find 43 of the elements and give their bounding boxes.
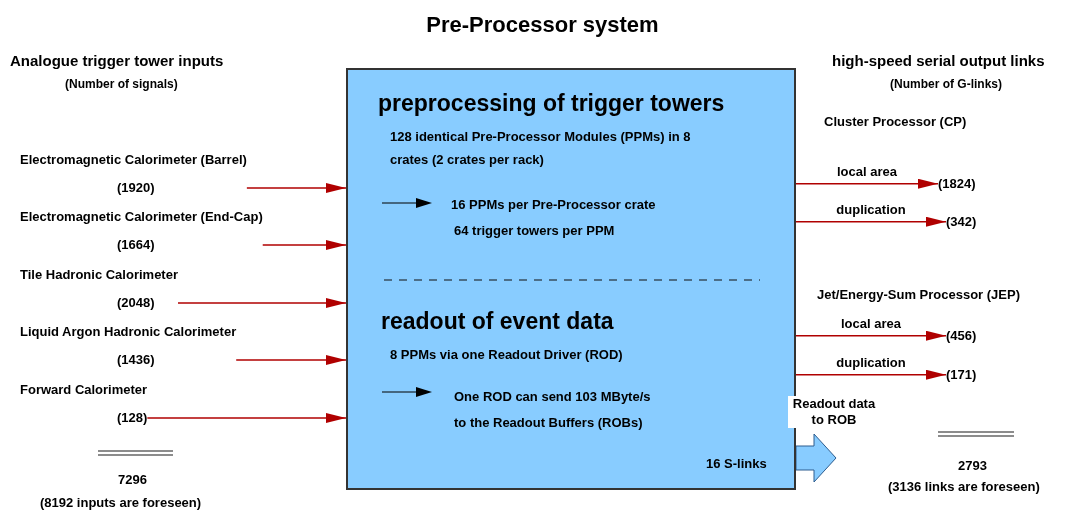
description-text: 8 PPMs via one Readout Driver (ROD)	[390, 346, 623, 364]
signal-count: (2048)	[116, 293, 156, 312]
arrow	[246, 183, 347, 193]
source-name: Liquid Argon Hadronic Calorimeter	[20, 323, 237, 341]
block-arrow	[795, 433, 837, 483]
total-text: (8192 inputs are foreseen)	[40, 494, 202, 512]
source-name: Electromagnetic Calorimeter (Barrel)	[20, 151, 247, 169]
total-text: 7296	[118, 471, 147, 489]
description-text: 16 PPMs per Pre-Processor crate	[451, 196, 656, 214]
diagram-title: Pre-Processor system	[426, 11, 659, 39]
signal-count: (1436)	[116, 350, 156, 369]
arrow	[146, 413, 347, 423]
arrow	[795, 369, 947, 380]
signal-count: (342)	[946, 213, 977, 231]
signal-count: (1824)	[938, 175, 976, 193]
section-heading: 128 identical Pre-Processor Modules (PPMs) in 8 crates (2 crates per rack)	[390, 128, 692, 169]
total-text: 2793	[958, 457, 987, 475]
signal-count: (1920)	[116, 178, 156, 197]
processor-heading: Cluster Processor (CP)	[824, 113, 967, 131]
arrow	[177, 298, 347, 308]
source-name: Electromagnetic Calorimeter (End-Cap)	[20, 208, 263, 226]
description-text: One ROD can send 103 MByte/s to the Readout Buffers (ROBs)	[454, 388, 652, 432]
processor-heading: Jet/Energy-Sum Processor (JEP)	[817, 286, 1021, 304]
column-heading: high-speed serial output links	[832, 51, 1045, 71]
column-heading: Analogue trigger tower inputs	[10, 51, 224, 71]
arrow	[795, 178, 939, 189]
column-heading: (Number of G-links)	[890, 76, 1002, 93]
signal-count: (456)	[946, 327, 977, 345]
description-text: 64 trigger towers per PPM	[454, 222, 615, 240]
source-name: Tile Hadronic Calorimeter	[20, 266, 178, 284]
section-heading: preprocessing of trigger towers	[378, 89, 725, 118]
signal-count: (171)	[946, 366, 977, 384]
arrow	[795, 330, 947, 341]
arrow	[261, 240, 347, 250]
signal-count: (128)	[116, 408, 148, 427]
arrow	[235, 355, 347, 365]
source-name: Forward Calorimeter	[20, 381, 148, 399]
section-heading: readout of event data	[381, 307, 614, 336]
column-heading: (Number of signals)	[65, 76, 178, 93]
signal-count: (1664)	[116, 235, 156, 254]
total-text: (3136 links are foreseen)	[888, 478, 1040, 496]
description-text: 16 S-links	[706, 455, 767, 473]
arrow	[795, 216, 947, 227]
